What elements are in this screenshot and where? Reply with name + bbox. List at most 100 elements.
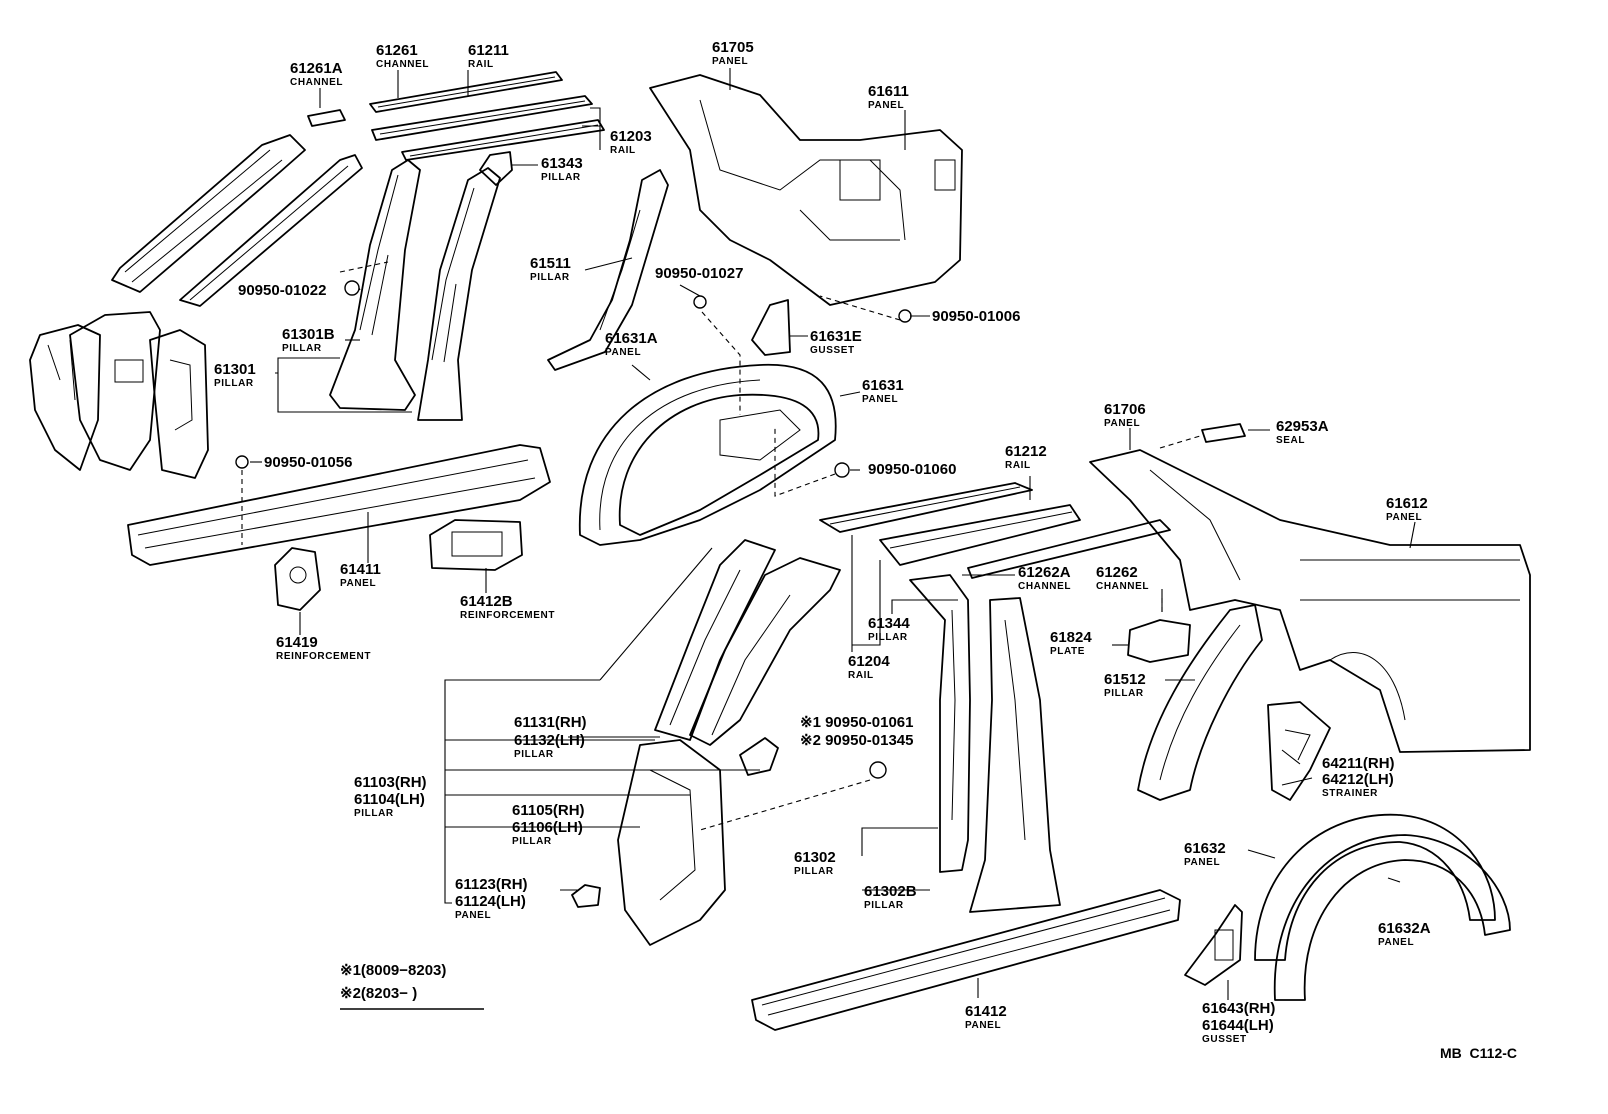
callout-61632-number: 61632 [1184, 840, 1226, 857]
callout-61412b-number: 61412B [460, 593, 513, 610]
part-cowl-side-drawing [29, 311, 209, 479]
callout-61632a-name: PANEL [1378, 937, 1414, 948]
part-61131-pillar-drawing [654, 539, 841, 746]
callout-90950-01022-number: 90950-01022 [238, 282, 326, 299]
callout-61706-name: PANEL [1104, 418, 1140, 429]
part-61411-panel-drawing [127, 444, 551, 566]
part-61301-pillar-drawing [329, 151, 513, 421]
callout-61512-name: PILLAR [1104, 688, 1144, 699]
callout-61203-number: 61203 [610, 128, 652, 145]
plug-90950-01022 [344, 280, 360, 296]
callout-61212-name: RAIL [1005, 460, 1031, 471]
callout-61631-number: 61631 [862, 377, 904, 394]
part-61261-61211-rails-drawing [369, 71, 605, 161]
callout-61511-number: 61511 [530, 255, 571, 272]
callout-61706-number: 61706 [1104, 401, 1146, 418]
callout-61124-name: PANEL [455, 910, 491, 921]
callout-61631e-name: GUSSET [810, 345, 855, 356]
part-61419-reinforcement-drawing [274, 547, 321, 611]
part-61824-plate-drawing [1127, 619, 1191, 663]
callout-61512-number: 61512 [1104, 671, 1146, 688]
callout-90950-01061-number: ※1 90950-01061 [800, 714, 914, 731]
date-legend: ※1(8009−8203) ※2(8203− ) [340, 962, 484, 1010]
part-61632-panel-drawing [1254, 813, 1511, 1001]
figure-code: MB C112-C [1440, 1045, 1517, 1061]
callout-61344-name: PILLAR [868, 632, 908, 643]
plug-90950-01027 [693, 295, 707, 309]
callout-61631a-name: PANEL [605, 347, 641, 358]
part-61643-gusset-drawing [1184, 904, 1243, 986]
callout-61511-name: PILLAR [530, 272, 570, 283]
callout-61631-name: PANEL [862, 394, 898, 405]
callout-61302b-number: 61302B [864, 883, 917, 900]
callout-61262a-number: 61262A [1018, 564, 1071, 581]
callout-61132-name: PILLAR [514, 749, 554, 760]
part-drawings [29, 71, 1531, 1031]
callout-61612-number: 61612 [1386, 495, 1428, 512]
callout-90950-01345-number: ※2 90950-01345 [800, 732, 914, 749]
callout-61705-number: 61705 [712, 39, 754, 56]
callout-61644-name: GUSSET [1202, 1034, 1247, 1045]
callout-61131-number: 61131(RH) [514, 714, 587, 731]
callout-61103-number: 61103(RH) [354, 774, 427, 791]
callout-64211-number: 64211(RH) [1322, 755, 1395, 772]
callout-61824-name: PLATE [1050, 646, 1085, 657]
callout-61301b-name: PILLAR [282, 343, 322, 354]
callout-61262a-name: CHANNEL [1018, 581, 1071, 592]
callout-61106-name: PILLAR [512, 836, 552, 847]
callout-61343-name: PILLAR [541, 172, 581, 183]
callout-90950-01060-number: 90950-01060 [868, 461, 956, 478]
callout-61412-number: 61412 [965, 1003, 1007, 1020]
callout-62953a-number: 62953A [1276, 418, 1329, 435]
callout-61632-name: PANEL [1184, 857, 1220, 868]
plug-90950-01061 [869, 761, 887, 779]
part-61212-rail-drawing [819, 482, 1171, 579]
callout-61412-name: PANEL [965, 1020, 1001, 1031]
callout-61262-number: 61262 [1096, 564, 1138, 581]
callout-61204-number: 61204 [848, 653, 890, 670]
callout-61343-number: 61343 [541, 155, 583, 172]
part-61412b-reinforcement-drawing [429, 519, 523, 571]
part-61511-pillar-drawing [547, 169, 669, 371]
plug-90950-01060 [834, 462, 850, 478]
callout-61301-name: PILLAR [214, 378, 254, 389]
callout-61632a-number: 61632A [1378, 920, 1431, 937]
callout-61106-number: 61106(LH) [512, 819, 583, 836]
callout-61824-number: 61824 [1050, 629, 1092, 646]
callout-61302-name: PILLAR [794, 866, 834, 877]
callout-61104-number: 61104(LH) [354, 791, 425, 808]
callout-61301b-number: 61301B [282, 326, 335, 343]
part-61631e-gusset-drawing [751, 299, 791, 356]
callout-61203-name: RAIL [610, 145, 636, 156]
callout-61124-number: 61124(LH) [455, 893, 526, 910]
part-61261a-channel-drawing [111, 109, 363, 307]
callout-61302-number: 61302 [794, 849, 836, 866]
callout-61104-name: PILLAR [354, 808, 394, 819]
callout-61123-number: 61123(RH) [455, 876, 528, 893]
plug-90950-01056 [235, 455, 249, 469]
part-61412-panel-drawing [751, 889, 1181, 1031]
plug-90950-01006 [898, 309, 912, 323]
callout-61261a-number: 61261A [290, 60, 343, 77]
callout-61631e-number: 61631E [810, 328, 862, 345]
part-61612-panel-drawing [1089, 449, 1531, 753]
callout-90950-01006-number: 90950-01006 [932, 308, 1020, 325]
legend-note-2: ※2(8203− ) [340, 985, 417, 1002]
callout-61643-number: 61643(RH) [1202, 1000, 1275, 1017]
callout-61411-number: 61411 [340, 561, 381, 578]
callout-64212-number: 64212(LH) [1322, 771, 1394, 788]
part-62953a-seal-drawing [1201, 423, 1246, 443]
callout-61301-number: 61301 [214, 361, 256, 378]
part-61631-panel-drawing [578, 363, 837, 546]
callout-61261-name: CHANNEL [376, 59, 429, 70]
part-61512-pillar-drawing [1137, 604, 1263, 801]
callout-90950-01027-number: 90950-01027 [655, 265, 743, 282]
callout-61611-name: PANEL [868, 100, 904, 111]
callout-61419-name: REINFORCEMENT [276, 651, 371, 662]
callout-61212-number: 61212 [1005, 443, 1047, 460]
callout-61412b-name: REINFORCEMENT [460, 610, 555, 621]
callout-62953a-name: SEAL [1276, 435, 1305, 446]
callout-61132-number: 61132(LH) [514, 732, 585, 749]
callout-labels: 61261A CHANNEL 61261 CHANNEL 61211 RAIL … [214, 39, 1431, 1045]
